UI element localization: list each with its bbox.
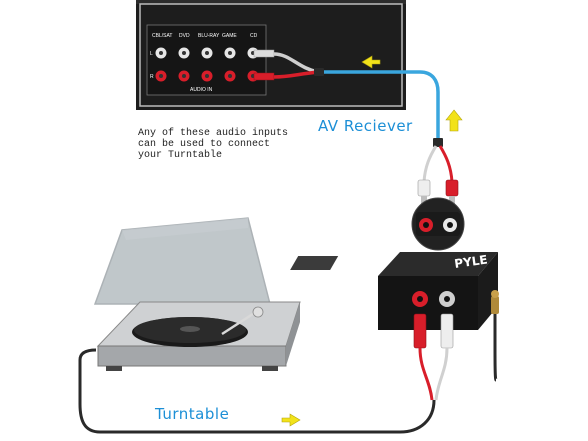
input-label-cd: CD (250, 33, 258, 39)
channel-right-label: R (150, 74, 154, 80)
channel-left-label: L (150, 51, 153, 57)
jack-row-right (155, 70, 259, 82)
arrow-left-icon (361, 55, 381, 69)
receiver-note: Any of these audio inputs can be used to… (138, 128, 288, 161)
note-line-2: can be used to connect (138, 139, 271, 150)
receiver-cable (273, 52, 459, 206)
turntable (93, 217, 301, 371)
input-label-bluray: BLU-RAY (198, 33, 220, 39)
jack-row-left (155, 47, 259, 59)
arrow-up-icon (445, 109, 463, 132)
phono-preamp (290, 252, 499, 346)
note-line-1: Any of these audio inputs (138, 128, 289, 139)
input-label-cbl: CBL/SAT (152, 33, 172, 39)
preamp-jack-closeup (411, 197, 465, 251)
input-label-dvd: DVD (179, 33, 190, 39)
receiver-input-panel (146, 24, 267, 96)
av-receiver: CBL/SAT DVD BLU-RAY GAME CD L R AUDIO IN (136, 0, 406, 110)
receiver-title: AV Reciever (318, 117, 413, 135)
turntable-title: Turntable (155, 405, 230, 423)
preamp-brand: PYLE (453, 252, 488, 271)
note-line-3: your Turntable (138, 150, 223, 161)
arrow-right-icon (281, 413, 301, 427)
turntable-cable (78, 313, 498, 434)
audio-in-label: AUDIO IN (190, 87, 213, 93)
input-label-game: GAME (222, 33, 237, 39)
